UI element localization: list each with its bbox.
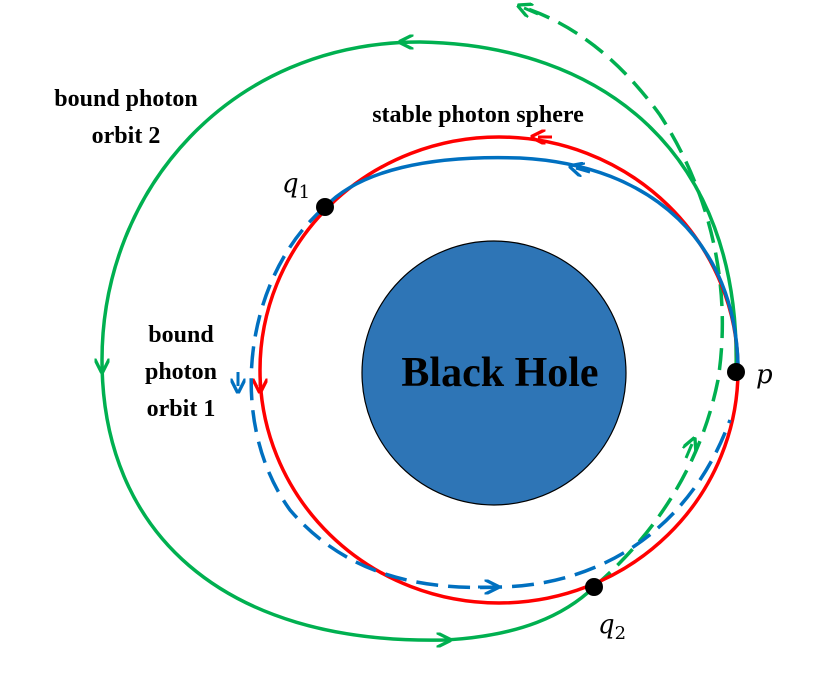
stable-sphere-label: stable photon sphere xyxy=(372,102,584,128)
point-q2-dot xyxy=(585,578,603,596)
point-q2-label: q2 xyxy=(598,610,626,644)
black-hole-label: Black Hole xyxy=(401,350,598,396)
orbit2-label-line2: orbit 2 xyxy=(92,123,161,149)
orbit2-arrow-dashed-lower xyxy=(686,444,692,459)
orbit1-label-line1: bound xyxy=(148,322,214,348)
orbit1-label-line3: orbit 1 xyxy=(147,396,216,422)
bound-orbit-1-solid xyxy=(323,155,740,366)
bound-orbit-1-dashed xyxy=(249,205,732,590)
point-q1-dot xyxy=(316,198,334,216)
orbit1-label-line2: photon xyxy=(145,359,217,385)
bound-orbit-2-dashed xyxy=(524,6,725,589)
point-p-dot xyxy=(727,363,745,381)
orbit2-label-line1: bound photon xyxy=(54,86,197,112)
point-q1-label: q1 xyxy=(282,169,310,203)
orbit2-arrow-dashed-top xyxy=(524,8,539,14)
orbit1-arrow-top xyxy=(576,168,591,172)
point-p-label: p xyxy=(756,360,773,390)
black-hole xyxy=(361,240,627,506)
